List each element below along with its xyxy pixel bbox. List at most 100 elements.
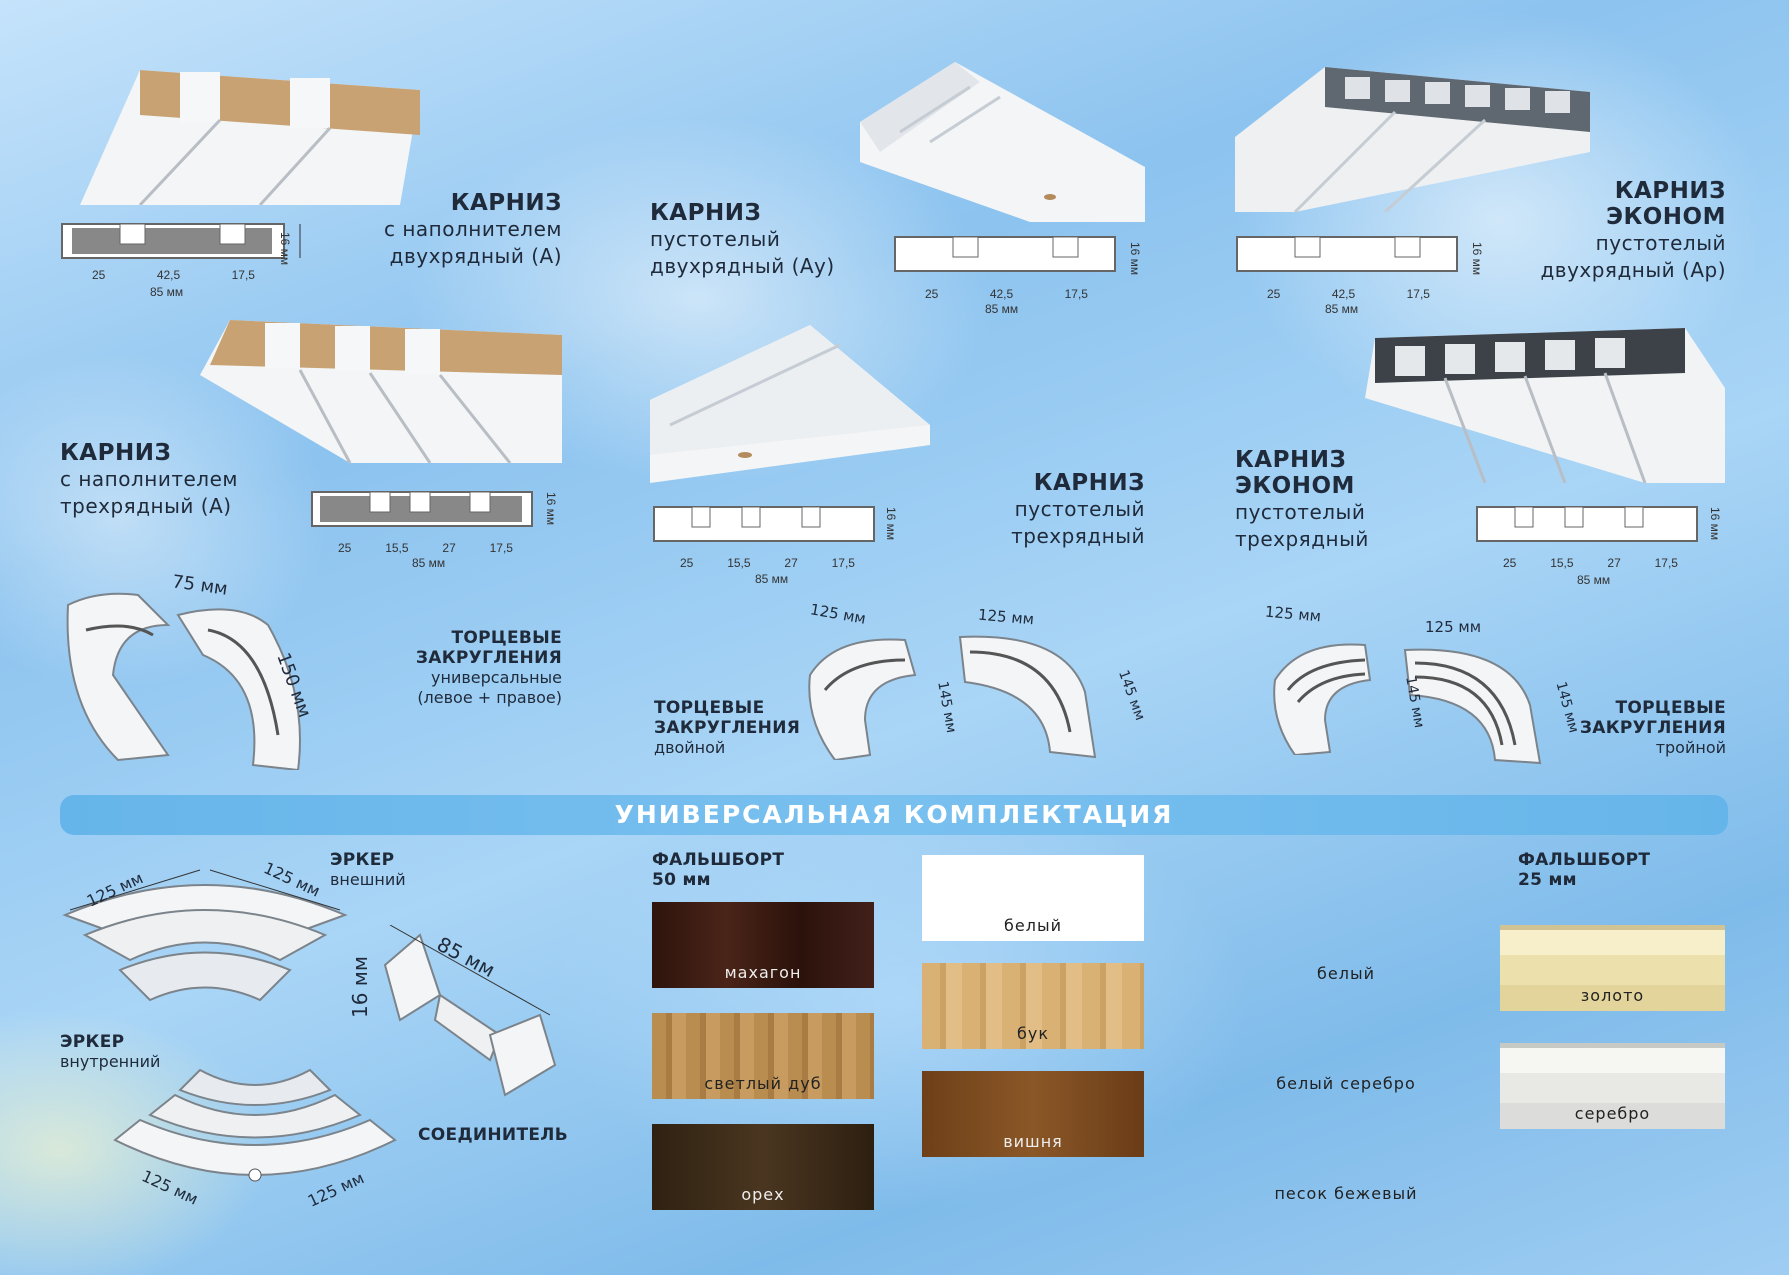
- product-3-image: [1235, 62, 1590, 214]
- product-3-caption: КАРНИЗ ЭКОНОМ пустотелый двухрядный (Ар): [1480, 178, 1726, 284]
- product-6-caption: КАРНИЗ ЭКОНОМ пустотелый трехрядный: [1235, 447, 1475, 553]
- product-1-line1: с наполнителем: [384, 217, 562, 241]
- falshbort25-col: золото серебро: [1500, 925, 1725, 1129]
- dim-15: 15,5: [1550, 556, 1574, 570]
- dim-42: 42,5: [989, 287, 1014, 301]
- end-double-caption: ТОРЦЕВЫЕ ЗАКРУГЛЕНИЯ двойной: [654, 698, 834, 758]
- swatch-vishnya[interactable]: вишня: [922, 1071, 1144, 1157]
- product-3-title2: ЭКОНОМ: [1606, 204, 1726, 230]
- product-4-line1: с наполнителем: [60, 467, 238, 491]
- dim-15: 15,5: [385, 541, 409, 555]
- product-2-caption: КАРНИЗ пустотелый двухрядный (Ау): [650, 200, 890, 280]
- swatch-gold-label: золото: [1580, 986, 1645, 1005]
- dim-15: 15,5: [727, 556, 751, 570]
- dim-17: 17,5: [231, 268, 255, 282]
- product-1-caption: КАРНИЗ с наполнителем двухрядный (А): [300, 190, 562, 270]
- product-4-dims: 25 15,5 27 17,5: [310, 541, 535, 555]
- erker-outer-image: [60, 860, 350, 1010]
- product-4-section: [310, 490, 535, 528]
- swatch-decor-sand-label: песок бежевый: [1274, 1184, 1418, 1203]
- product-5-total: 85 мм: [755, 572, 789, 586]
- swatch-decor-white-silver[interactable]: белый серебро: [1235, 1013, 1457, 1099]
- erker-inner-title: ЭРКЕР: [60, 1032, 125, 1052]
- dim-42: 42,5: [1331, 287, 1356, 301]
- swatch-decor-white-label: белый: [1317, 964, 1375, 983]
- product-3-title1: КАРНИЗ: [1614, 178, 1726, 204]
- dim-17: 17,5: [1654, 556, 1678, 570]
- product-5-dims: 25 15,5 27 17,5: [652, 556, 877, 570]
- erker-outer-caption: ЭРКЕР внешний: [330, 850, 460, 890]
- swatch-white-label: белый: [1004, 916, 1062, 935]
- erker-outer-title: ЭРКЕР: [330, 850, 395, 870]
- product-6-total: 85 мм: [1577, 573, 1611, 587]
- falshbort50-col2: белый бук вишня: [922, 855, 1144, 1157]
- swatch-silver[interactable]: серебро: [1500, 1043, 1725, 1129]
- product-4-image: [200, 315, 562, 464]
- connector-image: [380, 924, 560, 1105]
- dim-17: 17,5: [831, 556, 855, 570]
- erker-inner-image: [110, 1060, 400, 1210]
- end-universal-caption: ТОРЦЕВЫЕ ЗАКРУГЛЕНИЯ универсальные (лево…: [360, 628, 562, 708]
- swatch-white[interactable]: белый: [922, 855, 1144, 941]
- product-6-height: 16 мм: [1708, 507, 1722, 541]
- swatch-vishnya-label: вишня: [1003, 1132, 1063, 1151]
- end-triple-caption: ТОРЦЕВЫЕ ЗАКРУГЛЕНИЯ тройной: [1560, 698, 1726, 758]
- end-double-d2b: 145 мм: [1114, 668, 1148, 723]
- swatch-makhagon[interactable]: махагон: [652, 902, 874, 988]
- erker-outer-line1: внешний: [330, 870, 406, 889]
- dim-25: 25: [338, 541, 352, 555]
- falshbort50-caption: ФАЛЬШБОРТ 50 мм: [652, 850, 832, 890]
- dim-17: 17,5: [1064, 287, 1088, 301]
- product-2-dims: 25 42,5 17,5: [893, 287, 1118, 301]
- product-1-dims: 25 42,5 17,5: [60, 268, 285, 282]
- dim-25: 25: [925, 287, 939, 301]
- section-banner: УНИВЕРСАЛЬНАЯ КОМПЛЕКТАЦИЯ: [60, 795, 1728, 835]
- dim-25: 25: [680, 556, 694, 570]
- swatch-buk[interactable]: бук: [922, 963, 1144, 1049]
- connector-d2: 16 мм: [348, 956, 372, 1018]
- product-3-total: 85 мм: [1325, 302, 1359, 316]
- product-6-title2: ЭКОНОМ: [1235, 473, 1355, 499]
- dim-25: 25: [1267, 287, 1281, 301]
- product-5-line2: трехрядный: [1011, 524, 1145, 548]
- erker-inner-caption: ЭРКЕР внутренний: [60, 1032, 210, 1072]
- end-universal-line1: универсальные: [431, 668, 562, 687]
- product-1-line2: двухрядный (А): [389, 244, 562, 268]
- swatch-buk-label: бук: [1017, 1024, 1049, 1043]
- end-double-title1: ТОРЦЕВЫЕ: [654, 698, 765, 718]
- dim-17: 17,5: [1406, 287, 1430, 301]
- swatch-decor-sand[interactable]: песок бежевый: [1235, 1123, 1457, 1209]
- dim-17: 17,5: [489, 541, 513, 555]
- swatch-gold[interactable]: золото: [1500, 925, 1725, 1011]
- dim-27: 27: [442, 541, 456, 555]
- product-3-section: [1235, 235, 1460, 273]
- swatch-decor-white[interactable]: белый: [1235, 903, 1457, 989]
- dim-42: 42,5: [156, 268, 181, 282]
- product-6-line1: пустотелый: [1235, 500, 1366, 524]
- product-5-title: КАРНИЗ: [1033, 470, 1145, 496]
- product-2-section: [893, 235, 1118, 273]
- product-2-total: 85 мм: [985, 302, 1019, 316]
- dim-25: 25: [1503, 556, 1517, 570]
- swatch-light-oak[interactable]: светлый дуб: [652, 1013, 874, 1099]
- end-triple-title2: ЗАКРУГЛЕНИЯ: [1579, 718, 1726, 738]
- product-1-title: КАРНИЗ: [450, 190, 562, 216]
- end-universal-title2: ЗАКРУГЛЕНИЯ: [415, 648, 562, 668]
- end-double-image-1: [805, 635, 955, 762]
- swatch-orekh[interactable]: орех: [652, 1124, 874, 1210]
- end-double-line1: двойной: [654, 738, 726, 757]
- end-triple-title1: ТОРЦЕВЫЕ: [1615, 698, 1726, 718]
- swatch-silver-label: серебро: [1574, 1104, 1651, 1123]
- product-2-line2: двухрядный (Ау): [650, 254, 835, 278]
- decor-col: белый белый серебро песок бежевый: [1235, 903, 1457, 1209]
- end-triple-image-1: [1270, 640, 1405, 757]
- swatch-makhagon-label: махагон: [724, 963, 802, 982]
- product-2-line1: пустотелый: [650, 227, 781, 251]
- end-double-d1b: 125 мм: [977, 605, 1035, 629]
- falshbort50-col1: махагон светлый дуб орех: [652, 902, 874, 1210]
- end-double-d1a: 125 мм: [808, 600, 868, 628]
- swatch-orekh-label: орех: [741, 1185, 785, 1204]
- end-double-title2: ЗАКРУГЛЕНИЯ: [654, 718, 801, 738]
- product-1-height: 16 мм: [278, 232, 292, 266]
- end-universal-line2: (левое + правое): [417, 688, 562, 707]
